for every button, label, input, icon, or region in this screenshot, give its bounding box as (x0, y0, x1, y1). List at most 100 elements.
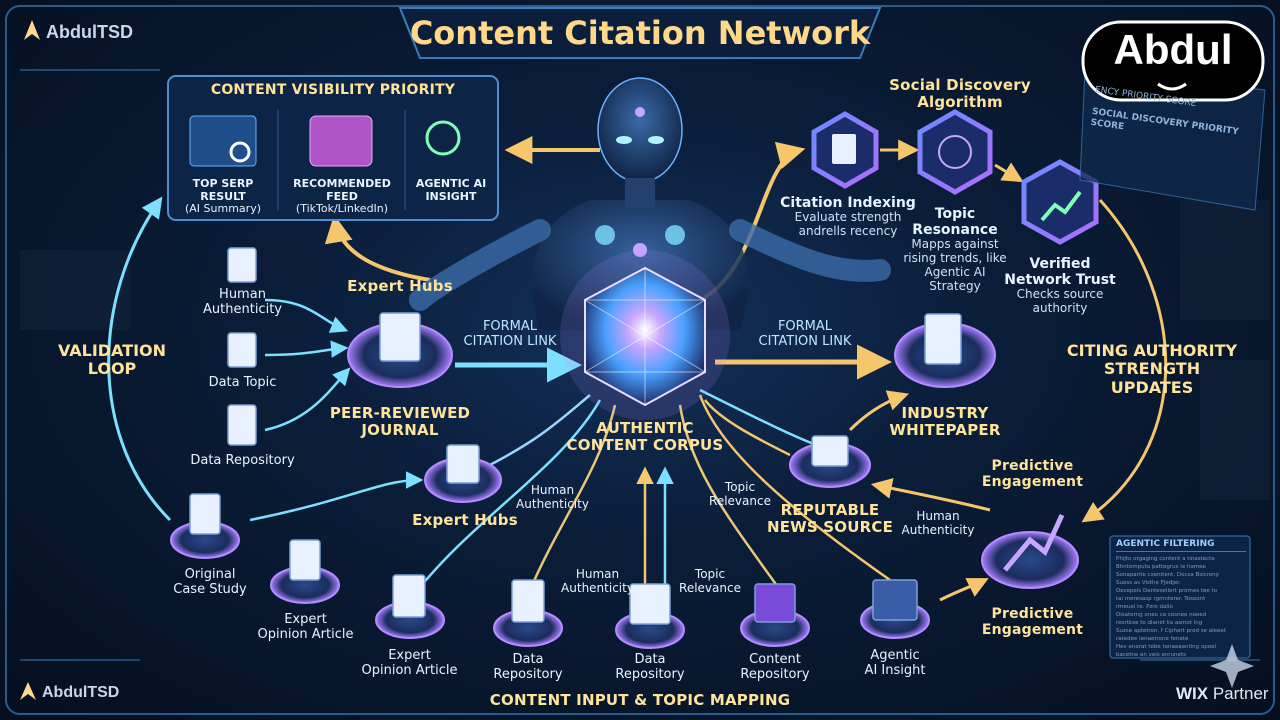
formal-right-1: FORMAL (777, 319, 833, 334)
formal-link-right-label: FORMAL CITATION LINK (745, 319, 865, 350)
brand-top: AbdulTSD (46, 22, 133, 42)
feed-sub: (TikTok/LinkedIn) (295, 202, 389, 216)
data-repository-a: Data Repository (483, 652, 573, 683)
journal-label: PEER-REVIEWED JOURNAL (325, 404, 475, 440)
flow-datatopic-to-journal (264, 340, 349, 358)
serp-screen-icon (189, 115, 257, 167)
validation-loop-label: VALIDATION LOOP (52, 341, 172, 379)
topic-desc-2: rising trends, like (903, 250, 1007, 265)
case-study-doc-icon (189, 493, 221, 535)
citing-authority-arc (1081, 198, 1168, 523)
data-topic-label: Data Topic (208, 375, 277, 390)
human-authenticity-right: Human Authenticity (893, 509, 983, 538)
human-doc-icon (227, 247, 257, 283)
whitepaper-line-2: WHITEPAPER (889, 421, 1001, 440)
repo-b-line-2: Repository (615, 666, 685, 682)
topic-right-2: Relevance (709, 493, 771, 508)
opinion-b-line-1: Expert (388, 648, 431, 663)
agentic-filtering-line: Phijto orgaging content a tinastecte (1116, 556, 1215, 562)
repo-b-grid-icon (629, 583, 671, 625)
agentic-filtering-line: Disatorng oneo ca cosnee noeed (1116, 612, 1207, 618)
frame-border (5, 5, 1275, 715)
formal-left-1: FORMAL (482, 319, 538, 334)
input-flow-bundle (249, 388, 891, 601)
opinion-a-line-1: Expert (284, 612, 327, 627)
opinion-a-line-2: Opinion Article (257, 626, 354, 642)
pred-top-1: Predictive (991, 458, 1074, 474)
central-core-crystal (560, 250, 730, 420)
citing-line-2: STRENGTH UPDATES (1103, 359, 1201, 397)
arrow-news-to-whitepaper (848, 390, 909, 432)
citation-indexing-node: Citation Indexing Evaluate strength andr… (778, 195, 918, 239)
opinion-a-doc-icon (289, 539, 321, 581)
agentic-filtering-line: Bhntomputa pattegrus le hamee (1116, 564, 1206, 570)
magnifier-icon (229, 141, 251, 163)
expert-hubs-top-label: Expert Hubs (347, 277, 453, 295)
formal-left-2: CITATION LINK (463, 333, 557, 349)
wix-partner-badge: WIX Partner (1176, 684, 1269, 704)
partner-label: Partner (1212, 684, 1269, 703)
serp-label: TOP SERP RESULT (192, 177, 254, 203)
human-authenticity-left: Human Authenticity (195, 287, 290, 318)
human-right-2: Authenticity (901, 522, 975, 537)
expert-hubs-low-label: Expert Hubs (412, 511, 518, 529)
citation-desc-2: andrells recency (798, 223, 898, 238)
agentic-filtering-line: resrtkxe to dianet lia asmot lng (1116, 620, 1203, 626)
agentic-filtering-line: ratedee lenaetrone fenate (1116, 636, 1189, 642)
agentic-filtering-line: Decepeis Dentesellert promes tee to (1116, 588, 1218, 594)
data-repository-left: Data Repository (190, 453, 295, 468)
data-repository-b: Data Repository (605, 652, 695, 683)
abdul-logo-badge (1081, 20, 1265, 102)
expert-opinion-b: Expert Opinion Article (352, 648, 467, 679)
agentic-filtering-panel: AGENTIC FILTERING Phijto orgaging conten… (1116, 539, 1246, 659)
trust-title-2: Network Trust (1004, 272, 1116, 289)
agentic-panel-frame (1109, 535, 1251, 659)
wix-wordmark: WIX (1176, 684, 1209, 703)
topic-title-1: Topic (934, 206, 976, 222)
arrow-hub-to-visibility (324, 214, 431, 282)
trend-chart-icon (1003, 513, 1065, 572)
topic-bottom-2: Relevance (679, 580, 741, 595)
topic-desc-3: Agentic AI (924, 264, 986, 279)
journal-doc-icon (379, 312, 421, 362)
arrow-agentic-to-predictive (939, 578, 989, 602)
center-corpus-label: AUTHENTIC CONTENT CORPUS (560, 419, 730, 455)
predictive-engagement-top: Predictive Engagement (970, 458, 1095, 490)
human-bottom-2: Authenticity (561, 580, 634, 595)
human-mid-2: Authenticity (516, 496, 589, 511)
hub-doc-icon (446, 444, 480, 484)
validation-line-2: LOOP (87, 359, 137, 379)
agentic-sub: INSIGHT (425, 189, 477, 203)
logo-smile (1157, 82, 1187, 91)
datatopic-doc-icon (227, 332, 257, 368)
agentic-ai-insight: Agentic AI Insight (850, 648, 940, 679)
trust-desc-1: Checks source (1016, 287, 1104, 302)
sparkle-icon (1210, 644, 1254, 688)
topic-relevance-bottom: Topic Relevance (670, 567, 750, 596)
visibility-item-agentic: AGENTIC AI INSIGHT (406, 177, 496, 203)
human-mid-1: Human (530, 483, 575, 497)
verified-trust-node: Verified Network Trust Checks source aut… (1000, 256, 1120, 316)
citing-authority-label: CITING AUTHORITY STRENGTH UPDATES (1062, 341, 1242, 397)
human-authenticity-mid: Human Authenticity (505, 483, 600, 512)
repo-a-line-2: Repository (493, 666, 563, 682)
topic-bottom-1: Topic (694, 567, 726, 581)
formal-right-2: CITATION LINK (758, 333, 852, 349)
agentic-filtering-line: Sonaparite cxenitent. Docsa Bsicreny (1116, 572, 1219, 578)
citing-line-1: CITING AUTHORITY (1066, 341, 1238, 360)
human-left-2: Authenticity (203, 301, 282, 317)
content-repo-line-2: Repository (740, 666, 810, 682)
document-icons (189, 247, 962, 625)
trust-title-1: Verified (1029, 256, 1091, 272)
agentic-line-2: AI Insight (864, 662, 926, 678)
visibility-item-feed: RECOMMENDED FEED (TikTok/LinkedIn) (280, 177, 404, 216)
brand-mark-bottom (20, 682, 36, 700)
citation-desc-1: Evaluate strength (794, 210, 902, 225)
human-left-1: Human (219, 287, 266, 302)
brand-mark-top (24, 20, 40, 40)
whitepaper-label: INDUSTRY WHITEPAPER (880, 404, 1010, 440)
agentic-filtering-line: Suess as Visthe Fjedjer. (1116, 580, 1181, 586)
agentic-filtering-line: Hev enorat tebe tonaeaanting opoel (1116, 644, 1216, 650)
